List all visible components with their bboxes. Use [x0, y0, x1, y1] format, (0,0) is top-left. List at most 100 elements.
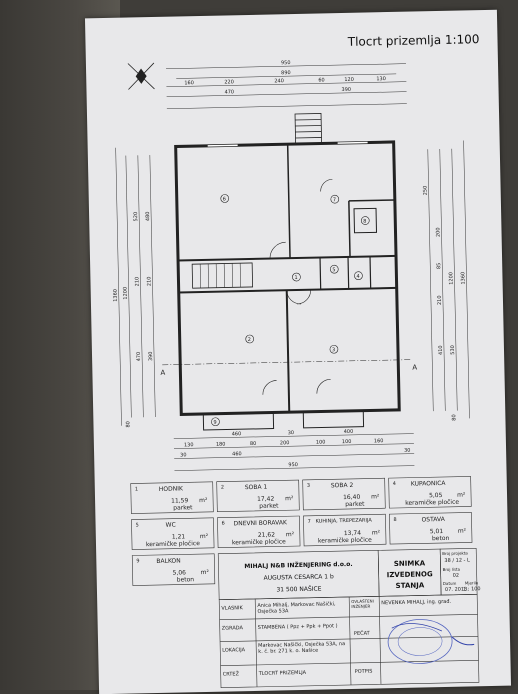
dim-left-470: 470 — [136, 352, 142, 362]
room-3-unit: m² — [370, 493, 380, 501]
meta-list-label: Broj lista — [442, 566, 461, 573]
dim-top-row-4: 120 — [344, 77, 354, 83]
tb-lokacija-label: LOKACIJA — [222, 647, 246, 654]
dim-bottom-100a: 100 — [316, 439, 326, 445]
tb-pecat-label: PEČAT — [353, 630, 370, 637]
room-9-num: 9 — [136, 558, 140, 565]
room-8-floor: beton — [431, 534, 450, 543]
room-7-floor: keramičke pločice — [317, 536, 372, 545]
dim-bottom-130: 130 — [184, 442, 194, 448]
dim-right-250: 250 — [423, 186, 429, 196]
dim-bottom-30a: 30 — [180, 452, 186, 458]
room-8-name: OSTAVA — [421, 515, 445, 524]
room-5-unit: m² — [199, 532, 209, 541]
meta-broj-label: Broj projekta — [442, 550, 468, 557]
dim-top-890: 890 — [281, 70, 291, 76]
room-6-floor: keramičke pločice — [231, 538, 286, 547]
dim-right-410: 410 — [438, 345, 444, 355]
dim-top-total: 950 — [281, 60, 291, 66]
room-2-floor: parket — [259, 502, 279, 510]
room-3-floor: parket — [345, 500, 365, 509]
room-4-unit: m² — [456, 491, 466, 499]
room-6-unit: m² — [285, 531, 295, 539]
dim-right-200: 200 — [435, 227, 441, 237]
dim-right-210: 210 — [437, 295, 443, 305]
dim-bottom-180: 180 — [216, 442, 226, 448]
dim-left-520: 520 — [133, 212, 139, 222]
dim-bottom-30b: 30 — [404, 448, 410, 454]
plan-room-9: 9 — [213, 420, 216, 426]
tb-ovlasteni-label: OVLAŠTENI INŽENJER — [351, 598, 374, 609]
plan-room-5: 5 — [332, 267, 335, 273]
plan-room-8: 8 — [363, 219, 366, 225]
dim-top-470: 470 — [224, 89, 234, 95]
dim-top-row-0: 160 — [184, 80, 194, 86]
section-marker-left: A — [160, 369, 165, 377]
dim-left-480: 480 — [145, 212, 151, 222]
dim-left-210b: 210 — [146, 276, 152, 286]
room-4-floor: keramičke pločice — [405, 498, 460, 507]
room-2-num: 2 — [220, 484, 225, 491]
tb-vlasnik-label: VLASNIK — [221, 605, 243, 612]
dim-left-390: 390 — [148, 351, 154, 361]
dim-right-1360: 1360 — [460, 272, 466, 285]
room-9-name: BALKON — [156, 557, 181, 566]
plan-room-3: 3 — [332, 347, 335, 353]
dim-bottom-200: 200 — [280, 440, 290, 446]
room-8-num: 8 — [393, 516, 397, 524]
room-4-name: KUPAONICA — [410, 479, 446, 488]
room-3-name: SOBA 2 — [330, 481, 354, 490]
meta-list: 02 — [452, 572, 460, 579]
doc-line-1: SNIMKA — [393, 559, 426, 569]
dim-bottom-460b: 460 — [232, 451, 242, 457]
room-7-name: KUHINJA, TREPEZARIJA — [315, 517, 372, 525]
dim-left-1200: 1200 — [123, 287, 129, 300]
room-5-name: WC — [165, 521, 176, 529]
dim-bottom-160: 160 — [374, 438, 384, 444]
floor-plan-drawing: 950 890 160 220 240 60 120 130 470 390 — [113, 60, 470, 471]
tb-vlasnik: Anica Mihalj, Markovac Našički, Osječka … — [257, 601, 336, 615]
dim-bottom-80: 80 — [250, 441, 256, 447]
room-schedule-table — [130, 476, 480, 688]
dim-bottom-400: 400 — [344, 429, 354, 435]
dim-right-80: 80 — [451, 414, 457, 420]
dim-left-210a: 210 — [134, 277, 140, 287]
room-1-name: HODNIK — [158, 485, 183, 493]
meta-mjerilo-label: Mjerilo — [464, 580, 479, 586]
dim-bottom-460: 460 — [232, 431, 242, 437]
room-6-num: 6 — [221, 520, 225, 527]
room-9-unit: m² — [200, 568, 209, 577]
plan-room-4: 4 — [356, 274, 359, 280]
tb-potpis-label: POTPIS — [354, 668, 373, 675]
plan-room-1: 1 — [294, 275, 297, 281]
doc-line-3: STANJA — [395, 581, 425, 591]
plan-room-6: 6 — [223, 196, 226, 202]
dim-right-530: 530 — [450, 345, 456, 355]
plan-room-2: 2 — [248, 337, 251, 343]
meta-broj: 38 / 12 - L — [444, 557, 470, 564]
tb-zgrada-label: ZGRADA — [221, 625, 244, 632]
room-5-num: 5 — [135, 522, 139, 529]
room-1-unit: m² — [199, 496, 208, 505]
plan-room-7: 7 — [333, 197, 336, 203]
dim-top-row-3: 60 — [318, 77, 324, 83]
section-marker-right: A — [412, 364, 417, 372]
floor-plan-sheet: Tlocrt prizemlja 1:100 950 890 160 220 2… — [84, 9, 512, 694]
dim-top-390: 390 — [341, 87, 351, 93]
room-7-unit: m² — [371, 529, 381, 537]
tb-crtez-label: CRTEŽ — [222, 671, 240, 678]
tb-lokacija: Markovac Našički, Osječka 53A, na k. č. … — [258, 641, 346, 655]
room-9-floor: beton — [176, 576, 195, 584]
meta-datum-label: Datum — [442, 580, 457, 587]
room-1-floor: parket — [173, 504, 193, 512]
room-2-name: SOBA 1 — [244, 483, 268, 492]
room-7-num: 7 — [307, 518, 311, 525]
room-1-num: 1 — [134, 486, 139, 493]
dim-bottom-total: 950 — [288, 462, 298, 468]
room-5-floor: keramičke pločice — [145, 540, 200, 549]
dim-top-row-1: 220 — [224, 79, 234, 85]
room-2-unit: m² — [284, 495, 294, 503]
north-arrow-icon — [127, 62, 155, 90]
dim-right-1200: 1200 — [448, 272, 454, 285]
dim-right-85: 85 — [436, 263, 442, 269]
